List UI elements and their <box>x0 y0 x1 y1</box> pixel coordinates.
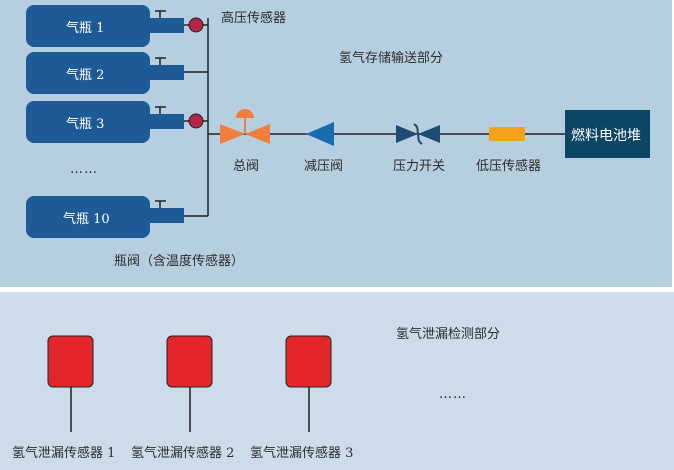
cylinder-1 <box>26 5 208 47</box>
storage-section-title: 氢气存储输送部分 <box>339 51 444 66</box>
panel-divider <box>0 287 674 292</box>
pressure-reducer-label: 减压阀 <box>304 159 344 174</box>
leak-sensor-ellipsis: …… <box>439 387 467 402</box>
low-pressure-sensor-icon <box>489 127 525 141</box>
fuel-cell-stack-label: 燃料电池堆 <box>571 128 641 144</box>
cylinder-2 <box>26 52 208 94</box>
high-pressure-sensor-1 <box>188 17 204 33</box>
cylinder-2-label: 气瓶 2 <box>66 68 105 83</box>
cylinder-10 <box>26 196 208 238</box>
pressure-switch-icon <box>396 123 440 145</box>
pressure-switch-label: 压力开关 <box>393 159 446 174</box>
leak-sensor-2-label: 氢气泄漏传感器 2 <box>131 446 235 461</box>
cylinder-3 <box>26 101 208 143</box>
high-pressure-sensor-label: 高压传感器 <box>221 11 287 26</box>
leak-sensor-3-label: 氢气泄漏传感器 3 <box>250 446 354 461</box>
pressure-reducer-icon <box>306 122 334 146</box>
cylinder-ellipsis: …… <box>70 162 98 177</box>
leak-detection-panel <box>0 292 674 470</box>
leak-sensor-3-icon <box>285 335 332 432</box>
cylinder-1-label: 气瓶 1 <box>66 21 105 36</box>
leak-section-title: 氢气泄漏检测部分 <box>396 327 501 342</box>
fuel-cell-stack-icon <box>565 110 650 158</box>
leak-sensor-2-icon <box>166 335 213 432</box>
storage-panel <box>0 0 672 287</box>
cylinder-10-label: 气瓶 10 <box>63 212 110 227</box>
leak-sensor-1-label: 氢气泄漏传感器 1 <box>12 446 116 461</box>
cylinder-3-label: 气瓶 3 <box>66 117 105 132</box>
bottle-valve-label: 瓶阀（含温度传感器） <box>114 254 245 269</box>
high-pressure-sensor-3 <box>188 113 204 129</box>
low-pressure-sensor-label: 低压传感器 <box>476 159 542 174</box>
main-valve-label: 总阀 <box>233 159 260 174</box>
leak-sensor-1-icon <box>47 335 94 432</box>
main-valve-icon <box>220 109 270 144</box>
